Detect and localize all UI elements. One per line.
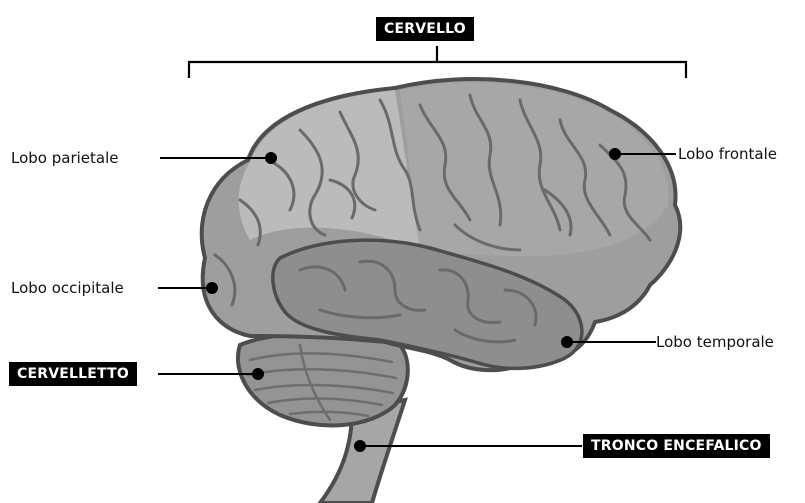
cerebellum-tag: CERVELLETTO [9,362,137,386]
dot-temporal [562,337,572,347]
label-occipital: Lobo occipitale [11,279,124,297]
frontal-highlight [400,82,668,256]
brain-tag: CERVELLO [376,17,474,41]
dot-brainstem [355,441,365,451]
dot-occipital [207,283,217,293]
dot-frontal [610,149,620,159]
brain-bracket [189,46,686,78]
dot-cerebellum [253,369,263,379]
dot-parietal [266,153,276,163]
parietal-highlight [239,90,420,250]
brainstem-tag: TRONCO ENCEFALICO [583,434,770,458]
label-frontal: Lobo frontale [678,145,777,163]
label-parietal: Lobo parietale [11,149,118,167]
label-temporal: Lobo temporale [656,333,774,351]
